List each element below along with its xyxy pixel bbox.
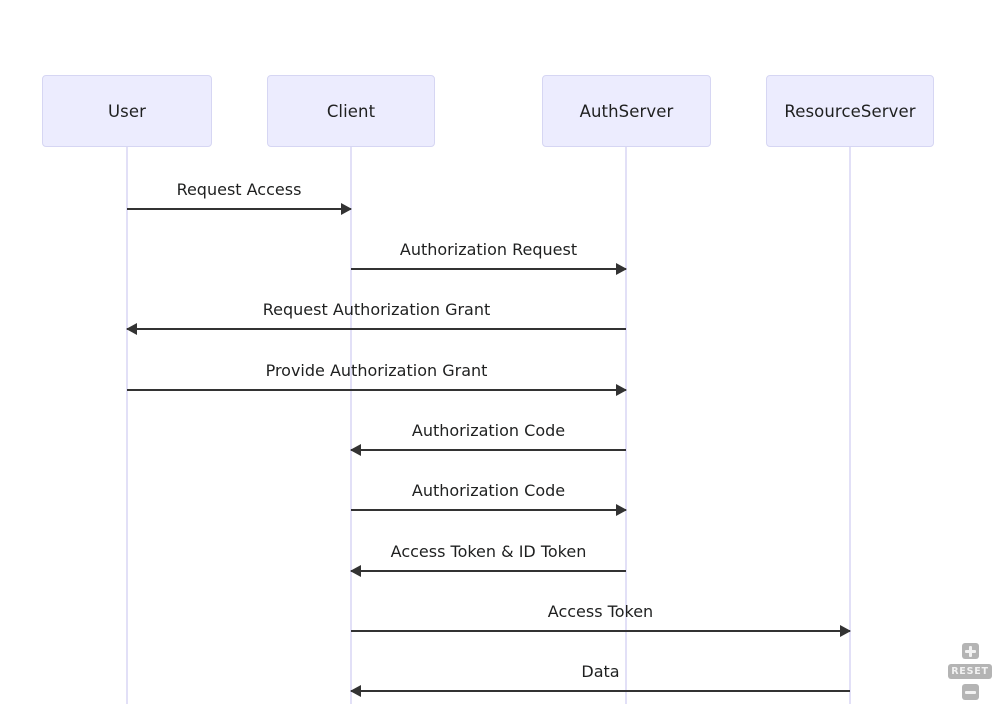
message-line	[351, 449, 626, 451]
participant-label: Client	[326, 101, 376, 121]
plus-icon	[964, 645, 976, 657]
participant-label: User	[107, 101, 146, 121]
message-line	[351, 630, 850, 632]
message-label: Authorization Request	[399, 240, 578, 259]
message-line	[127, 328, 626, 330]
message-label: Request Authorization Grant	[262, 300, 491, 319]
arrow-head-right-icon	[616, 384, 627, 396]
arrow-head-left-icon	[126, 323, 137, 335]
message-label: Access Token	[547, 602, 654, 621]
arrow-head-right-icon	[341, 203, 352, 215]
message-label: Authorization Code	[411, 421, 566, 440]
arrow-head-left-icon	[350, 444, 361, 456]
arrow-head-right-icon	[840, 625, 851, 637]
lifeline-user	[126, 147, 128, 704]
zoom-controls: RESET	[948, 643, 992, 700]
message-line	[351, 268, 626, 270]
zoom-reset-button[interactable]: RESET	[948, 664, 992, 679]
message-line	[127, 389, 626, 391]
lifeline-client	[350, 147, 352, 704]
message-label: Provide Authorization Grant	[265, 361, 488, 380]
lifeline-resourceserver	[849, 147, 851, 704]
arrow-head-left-icon	[350, 685, 361, 697]
message-line	[351, 690, 850, 692]
participant-box-resourceserver[interactable]: ResourceServer	[766, 75, 934, 147]
message-line	[351, 509, 626, 511]
arrow-head-right-icon	[616, 263, 627, 275]
participant-label: ResourceServer	[784, 101, 916, 121]
participant-box-user[interactable]: User	[42, 75, 212, 147]
message-label: Request Access	[176, 180, 302, 199]
arrow-head-left-icon	[350, 565, 361, 577]
participant-box-authserver[interactable]: AuthServer	[542, 75, 711, 147]
message-line	[127, 208, 351, 210]
participant-box-client[interactable]: Client	[267, 75, 435, 147]
arrow-head-right-icon	[616, 504, 627, 516]
zoom-in-button[interactable]	[961, 643, 979, 659]
message-label: Authorization Code	[411, 481, 566, 500]
zoom-out-button[interactable]	[961, 684, 979, 700]
message-line	[351, 570, 626, 572]
message-label: Data	[581, 662, 620, 681]
lifeline-authserver	[625, 147, 627, 704]
message-label: Access Token & ID Token	[390, 542, 587, 561]
participant-label: AuthServer	[579, 101, 674, 121]
minus-icon	[964, 687, 976, 698]
